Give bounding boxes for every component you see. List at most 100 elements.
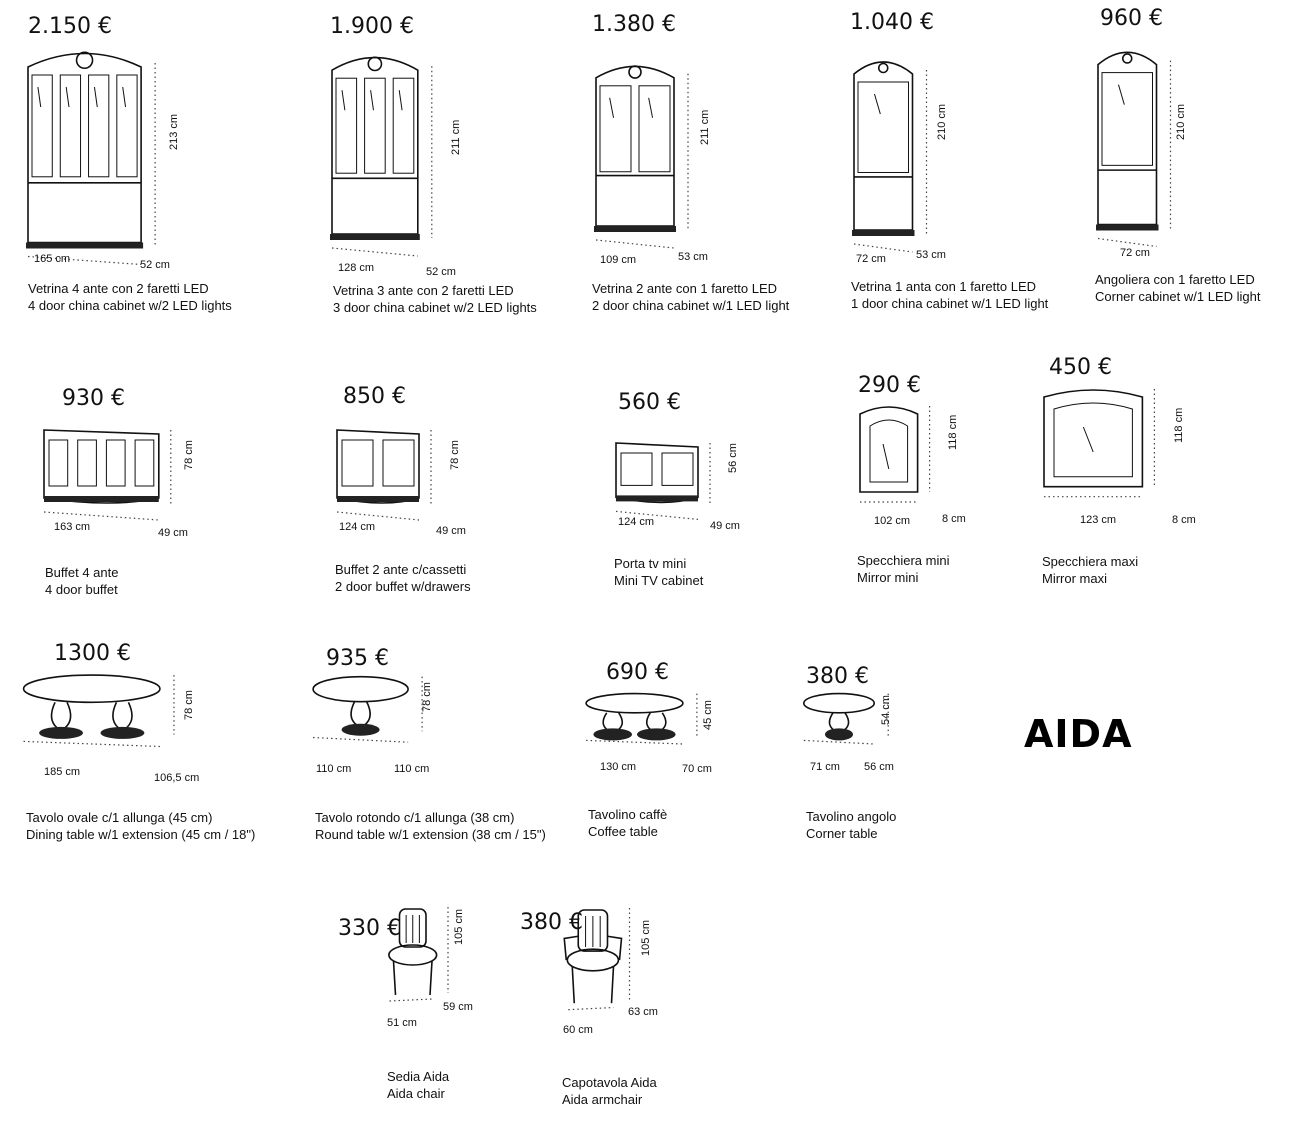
caption-line: Mini TV cabinet	[614, 573, 704, 588]
dimension-label: 72 cm	[1120, 247, 1150, 259]
price-label: 930 €	[62, 386, 125, 411]
dimension-label: 45 cm	[702, 700, 714, 730]
dimension-label: 124 cm	[339, 521, 375, 533]
dimension-label: 128 cm	[338, 262, 374, 274]
dimension-label: 59 cm	[443, 1001, 473, 1013]
dimension-label: 53 cm	[916, 249, 946, 261]
dimension-label: 210 cm	[936, 104, 948, 140]
dimension-label: 63 cm	[628, 1006, 658, 1018]
mirror-maxi-icon: 123 cm 8 cm 118 cm	[1040, 383, 1196, 526]
dimension-label: 102 cm	[874, 515, 910, 527]
tv-cabinet-icon: 124 cm 49 cm 56 cm	[612, 433, 740, 532]
product-caption: Buffet 4 ante 4 door buffet	[45, 564, 119, 598]
dimension-label: 211 cm	[450, 120, 462, 155]
caption-line: 2 door buffet w/drawers	[335, 579, 471, 594]
caption-line: Tavolo rotondo c/1 allunga (38 cm)	[315, 810, 515, 825]
price-label: 935 €	[326, 646, 389, 671]
price-label: 690 €	[606, 660, 669, 685]
dimension-label: 124 cm	[618, 516, 654, 528]
product-caption: Tavolo rotondo c/1 allunga (38 cm) Round …	[315, 809, 546, 843]
two-door-china-cabinet-icon: 109 cm 53 cm 211 cm	[590, 55, 711, 266]
dimension-label: 60 cm	[563, 1024, 593, 1036]
caption-line: Corner cabinet w/1 LED light	[1095, 289, 1261, 304]
dimension-label: 123 cm	[1080, 514, 1116, 526]
dimension-label: 110 cm	[394, 763, 429, 775]
chair-icon: 51 cm 59 cm 105 cm	[383, 905, 473, 1029]
dimension-label: 49 cm	[436, 525, 466, 537]
dimension-label: 213 cm	[168, 114, 180, 150]
dimension-label: 78 cm	[183, 440, 195, 470]
product-caption: Vetrina 3 ante con 2 faretti LED 3 door c…	[333, 282, 537, 316]
caption-line: Vetrina 3 ante con 2 faretti LED	[333, 283, 514, 298]
caption-line: Aida armchair	[562, 1092, 643, 1107]
price-label: 850 €	[343, 384, 406, 409]
price-label: 380 €	[806, 664, 869, 689]
dimension-label: 52 cm	[426, 266, 456, 278]
caption-line: Sedia Aida	[387, 1069, 450, 1084]
dimension-label: 49 cm	[158, 527, 188, 539]
dimension-label: 8 cm	[1172, 514, 1196, 526]
armchair-icon: 60 cm 63 cm 105 cm	[561, 906, 658, 1036]
caption-line: Buffet 2 ante c/cassetti	[335, 562, 467, 577]
caption-line: Buffet 4 ante	[45, 565, 119, 580]
caption-line: 2 door china cabinet w/1 LED light	[592, 298, 790, 313]
caption-line: 4 door buffet	[45, 582, 118, 597]
caption-line: Round table w/1 extension (38 cm / 15")	[315, 827, 546, 842]
dimension-label: 71 cm	[810, 761, 840, 773]
dimension-label: 106,5 cm	[154, 772, 199, 784]
dimension-label: 70 cm	[682, 763, 712, 775]
caption-line: Specchiera mini	[857, 553, 950, 568]
dimension-label: 78 cm	[183, 690, 195, 720]
dimension-label: 110 cm	[316, 763, 351, 775]
caption-line: Capotavola Aida	[562, 1075, 657, 1090]
dimension-label: 105 cm	[453, 909, 465, 945]
caption-line: 4 door china cabinet w/2 LED lights	[28, 298, 232, 313]
dimension-label: 56 cm	[727, 443, 739, 473]
three-door-china-cabinet-icon: 128 cm 52 cm 211 cm	[326, 45, 462, 278]
price-label: 380 €	[520, 910, 583, 935]
price-label: 330 €	[338, 916, 401, 941]
dimension-label: 78 cm	[421, 682, 433, 712]
price-label: 1.040 €	[850, 10, 934, 35]
dimension-label: 49 cm	[710, 520, 740, 532]
dimension-label: 8 cm	[942, 513, 966, 525]
dimension-label: 51 cm	[387, 1017, 417, 1029]
caption-line: 1 door china cabinet w/1 LED light	[851, 296, 1049, 311]
caption-line: Mirror mini	[857, 570, 919, 585]
price-label: 1.900 €	[330, 14, 414, 39]
price-label: 1.380 €	[592, 12, 676, 37]
dimension-label: 210 cm	[1175, 104, 1187, 140]
caption-line: 3 door china cabinet w/2 LED lights	[333, 300, 537, 315]
price-label: 290 €	[858, 373, 921, 398]
dimension-label: 53 cm	[678, 251, 708, 263]
mirror-mini-icon: 102 cm 8 cm 118 cm	[856, 400, 966, 527]
dimension-label: 109 cm	[600, 254, 636, 266]
caption-line: Specchiera maxi	[1042, 554, 1139, 569]
round-table-icon: 110 cm 110 cm 78 cm	[312, 672, 433, 775]
dimension-label: 52 cm	[140, 259, 170, 271]
dimension-label: 118 cm	[947, 415, 959, 450]
dimension-label: 105 cm	[640, 920, 652, 956]
price-label: 2.150 €	[28, 14, 112, 39]
caption-line: Corner table	[806, 826, 878, 841]
dimension-label: 118 cm	[1173, 408, 1185, 443]
price-label: 560 €	[618, 390, 681, 415]
caption-line: Coffee table	[588, 824, 658, 839]
dimension-label: 54 cm	[880, 695, 892, 725]
product-caption: Buffet 2 ante c/cassetti 2 door buffet w/…	[335, 561, 471, 595]
dimension-label: 211 cm	[699, 110, 711, 145]
